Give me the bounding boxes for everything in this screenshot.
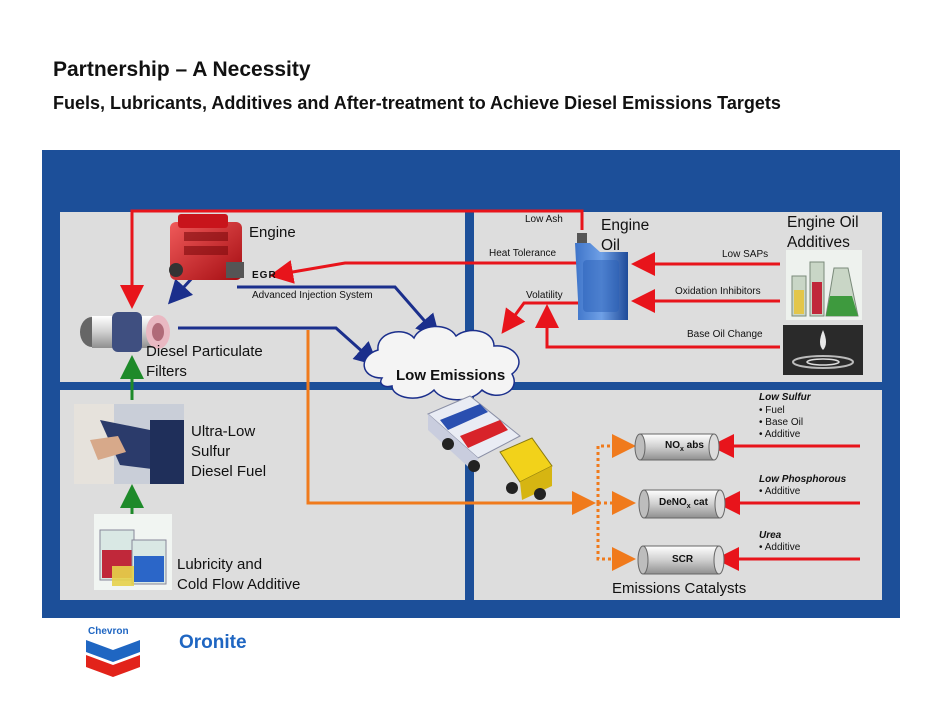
- dpf-label-line1: Diesel Particulate: [146, 343, 263, 360]
- truck-icon: [427, 395, 553, 500]
- engine-oil-label-line1: Engine: [601, 217, 650, 234]
- low-sulfur-heading: Low Sulfur: [759, 392, 811, 403]
- lubricity-label-line2: Cold Flow Additive: [177, 576, 301, 593]
- arrow-base-oil: [535, 304, 780, 349]
- low-phosphorous-item-additive: • Additive: [759, 486, 801, 497]
- chevron-logo: [86, 640, 140, 677]
- denox-tail: cat: [690, 497, 708, 508]
- ulsd-label-line3: Diesel Fuel: [191, 463, 267, 480]
- denox-sub: x: [686, 503, 691, 510]
- urea-heading: Urea: [759, 530, 782, 541]
- denox-cat-label: DeNOx cat: [659, 497, 708, 510]
- ulsd-label-line1: Ultra-Low: [191, 423, 256, 440]
- low-phosphorous-item-additive-text: Additive: [764, 486, 801, 497]
- nox-abs-main: NO: [665, 440, 680, 451]
- egr-label: EGR: [252, 270, 277, 281]
- nox-abs-sub: x: [680, 446, 684, 453]
- oronite-wordmark: Oronite: [179, 632, 247, 653]
- low-sulfur-item-additive-text: Additive: [764, 429, 801, 440]
- denox-main: DeNO: [659, 497, 687, 508]
- nox-abs-label: NOx abs: [665, 440, 704, 453]
- low-emissions-label: Low Emissions: [396, 367, 506, 384]
- arrow-heat-to-egr: [269, 260, 578, 284]
- low-sulfur-item-fuel-text: Fuel: [765, 405, 785, 416]
- page-title: Partnership – A Necessity: [53, 58, 311, 81]
- low-sulfur-item-fuel: • Fuel: [759, 405, 785, 416]
- engine-oil-additives-line1: Engine Oil: [787, 214, 859, 231]
- low-sulfur-item-additive: • Additive: [759, 429, 801, 440]
- ulsd-label-line2: Sulfur: [191, 443, 231, 460]
- advanced-injection-label: Advanced Injection System: [252, 290, 373, 301]
- oil-bottle-icon: [575, 233, 628, 320]
- dpf-filter-icon: [80, 312, 170, 352]
- denox-cat-cylinder: [638, 489, 726, 519]
- arrow-dpf-to-emissions: [178, 326, 379, 367]
- urea-item-additive: • Additive: [759, 542, 801, 553]
- scr-label: SCR: [672, 554, 694, 565]
- dpf-label-line2: Filters: [146, 363, 187, 380]
- arrow-volatility: [501, 301, 578, 334]
- arrow-injection-to-emissions: [237, 285, 440, 339]
- beakers-icon: [94, 514, 172, 590]
- emissions-catalysts-label: Emissions Catalysts: [612, 580, 747, 597]
- nox-abs-tail: abs: [683, 440, 704, 451]
- low-ash-label: Low Ash: [525, 214, 563, 225]
- urea-item-additive-text: Additive: [764, 542, 801, 553]
- lab-glassware-icon: [786, 250, 862, 320]
- engine-oil-label-line2: Oil: [601, 237, 620, 254]
- volatility-label: Volatility: [526, 290, 563, 301]
- engine-oil-additives-line2: Additives: [787, 234, 850, 251]
- scr-cylinder: [637, 545, 725, 575]
- nox-abs-cylinder: [634, 433, 720, 461]
- cloud-icon: [363, 325, 520, 401]
- oil-drop-icon: [783, 325, 863, 375]
- low-saps-label: Low SAPs: [722, 249, 769, 260]
- arrow-oil-to-dpf: [120, 209, 584, 309]
- chevron-wordmark: Chevron: [88, 626, 129, 637]
- engine-label: Engine: [249, 224, 296, 241]
- oxidation-inhibitors-label: Oxidation Inhibitors: [675, 286, 761, 297]
- base-oil-change-label: Base Oil Change: [687, 329, 763, 340]
- page-subtitle: Fuels, Lubricants, Additives and After-t…: [53, 93, 781, 113]
- engine-icon: [169, 214, 244, 280]
- fuel-pump-icon: [74, 404, 184, 484]
- arrow-fuel-to-catalysts: [306, 330, 636, 571]
- low-phosphorous-heading: Low Phosphorous: [759, 474, 847, 485]
- low-sulfur-item-base-oil: • Base Oil: [759, 417, 804, 428]
- lubricity-label-line1: Lubricity and: [177, 556, 263, 573]
- low-sulfur-item-base-oil-text: Base Oil: [765, 417, 804, 428]
- heat-tolerance-label: Heat Tolerance: [489, 248, 557, 259]
